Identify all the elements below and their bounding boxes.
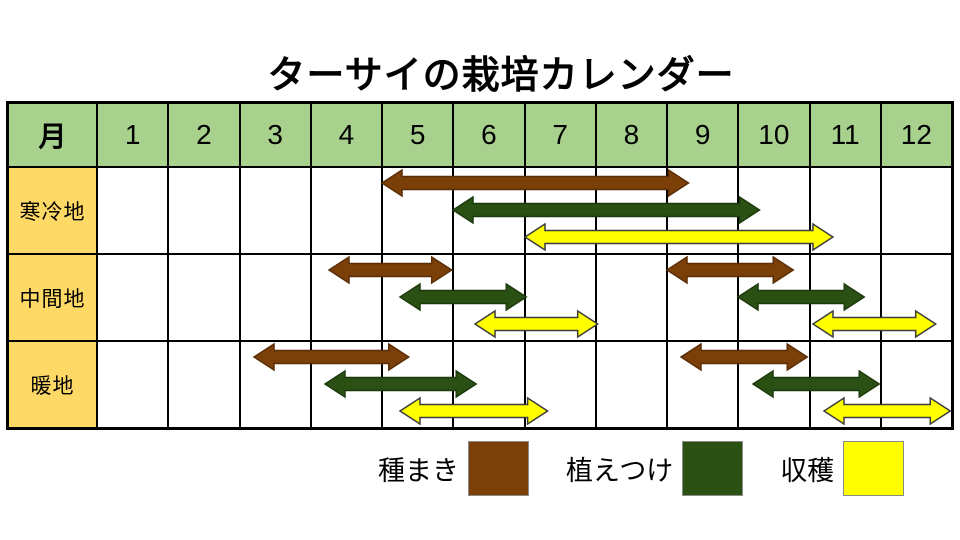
month-header-cell: 6: [452, 104, 524, 166]
data-cell: [737, 166, 809, 253]
data-cell: [737, 253, 809, 340]
data-cell: [96, 253, 168, 340]
data-cell: [666, 253, 738, 340]
data-cell: [879, 166, 951, 253]
month-header-cell: 5: [381, 104, 453, 166]
row-label-cell: 暖地: [9, 340, 96, 427]
data-cell: [523, 166, 595, 253]
data-cell: [167, 166, 239, 253]
data-cell: [452, 253, 524, 340]
data-cell: [594, 253, 666, 340]
row-label-cell: 寒冷地: [9, 166, 96, 253]
data-cell: [238, 340, 310, 427]
legend: 種まき 植えつけ 収穫: [378, 440, 905, 497]
data-cell: [167, 340, 239, 427]
data-cell: [309, 166, 381, 253]
data-cell: [238, 253, 310, 340]
month-header-cell: 7: [523, 104, 595, 166]
legend-label-planting: 植えつけ: [566, 456, 674, 486]
legend-item-harvest: 収穫: [780, 441, 905, 496]
month-header-cell: 2: [167, 104, 239, 166]
chart-title: ターサイの栽培カレンダー: [267, 55, 735, 97]
legend-item-planting: 植えつけ: [566, 441, 744, 496]
month-header-cell: 10: [737, 104, 809, 166]
data-cell: [808, 340, 880, 427]
data-cell: [594, 166, 666, 253]
data-cell: [167, 253, 239, 340]
legend-swatch-sowing: [468, 441, 529, 496]
data-cell: [594, 340, 666, 427]
month-corner-cell: 月: [9, 104, 96, 166]
data-cell: [808, 253, 880, 340]
legend-swatch-planting: [682, 441, 744, 496]
data-cell: [381, 253, 453, 340]
month-header-cell: 11: [808, 104, 880, 166]
data-cell: [666, 340, 738, 427]
month-header-cell: 9: [666, 104, 738, 166]
legend-label-sowing: 種まき: [378, 456, 459, 486]
data-cell: [523, 253, 595, 340]
legend-swatch-harvest: [843, 441, 905, 496]
data-cell: [879, 253, 951, 340]
legend-item-sowing: 種まき: [378, 441, 529, 496]
row-label-cell: 中間地: [9, 253, 96, 340]
data-cell: [523, 340, 595, 427]
month-header-cell: 1: [96, 104, 168, 166]
data-cell: [452, 340, 524, 427]
data-cell: [381, 166, 453, 253]
month-header-cell: 12: [879, 104, 951, 166]
data-cell: [737, 340, 809, 427]
data-cell: [879, 340, 951, 427]
month-header-cell: 8: [594, 104, 666, 166]
data-cell: [666, 166, 738, 253]
data-cell: [309, 253, 381, 340]
month-header-cell: 3: [238, 104, 310, 166]
data-cell: [808, 166, 880, 253]
data-cell: [381, 340, 453, 427]
data-cell: [309, 340, 381, 427]
data-cell: [452, 166, 524, 253]
data-cell: [238, 166, 310, 253]
legend-label-harvest: 収穫: [780, 456, 835, 486]
data-cell: [96, 340, 168, 427]
data-cell: [96, 166, 168, 253]
month-header-cell: 4: [309, 104, 381, 166]
